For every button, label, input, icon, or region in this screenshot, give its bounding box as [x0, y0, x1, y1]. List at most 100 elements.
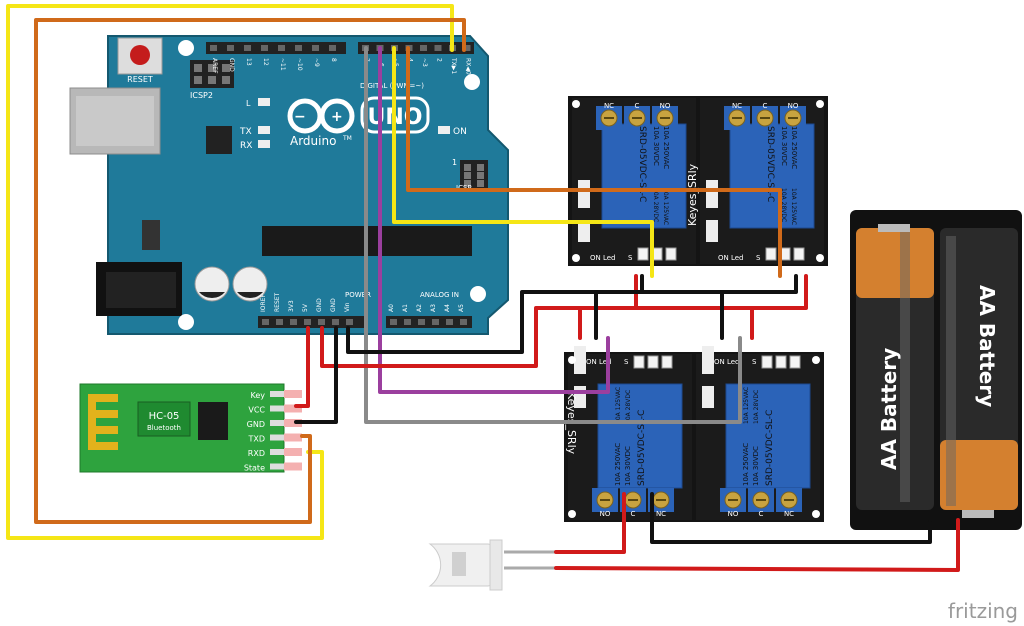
wire-orange-relay [406, 46, 782, 278]
wire-yellow-tx [6, 4, 454, 540]
led-label: ON Led [714, 358, 740, 366]
signal-pin [775, 355, 787, 369]
pin-label: 5V [302, 303, 309, 312]
terminal-label: C [759, 510, 764, 518]
signal-pin [765, 247, 777, 261]
tx-label: TX [239, 127, 252, 137]
terminal-label: NO [660, 102, 671, 110]
header-pin [432, 319, 439, 325]
terminal-label: NC [656, 510, 666, 518]
wire-orange-rx [34, 18, 466, 524]
s-label: S [756, 254, 761, 262]
signal-pin [665, 247, 677, 261]
relay-rating: 10A 125VAC [662, 188, 669, 225]
relay-rating: 10A 125VAC [615, 387, 622, 424]
regulator [142, 220, 160, 250]
rx-label: RX [240, 141, 252, 151]
relay-part-number: SRD-05VDC-SL-C [765, 126, 775, 202]
wire-yellow-relay [392, 46, 654, 278]
header-pin [244, 45, 251, 51]
relay-rating: 10A 28VDC [780, 188, 787, 222]
svg-text:−: − [294, 109, 306, 125]
wire-red-battery [554, 518, 960, 572]
wire-black-bt [294, 326, 338, 424]
terminal-label: NO [788, 102, 799, 110]
pin-label: A4 [444, 304, 451, 312]
bt-subtitle: Bluetooth [147, 424, 181, 432]
header-pin [404, 319, 411, 325]
header-pin [463, 45, 471, 51]
header-pin [420, 45, 427, 51]
pin-label: A3 [430, 304, 437, 312]
bt-pin-label: RXD [248, 449, 265, 458]
header-pin [262, 319, 269, 325]
terminal-label: C [763, 102, 768, 110]
header-pin [290, 319, 297, 325]
pin-label: A5 [458, 304, 465, 312]
header-pin [329, 45, 336, 51]
battery-1-label: AA Battery [877, 348, 901, 470]
relay-rating: 10A 28VDC [753, 390, 760, 424]
arduino-logo: − + Arduino TM [287, 98, 355, 148]
relay-part-number: SRD-05VDC-SL-C [637, 126, 647, 202]
relay-rating: 10A 30VDC [652, 126, 660, 166]
signal-pin [661, 355, 673, 369]
signal-pin [633, 355, 645, 369]
relay-part-number: SRD-05VDC-SL-C [765, 410, 775, 486]
wire-red-5v [320, 274, 808, 368]
terminal-label: C [635, 102, 640, 110]
wires [6, 4, 960, 572]
reset-button: RESET [117, 37, 163, 84]
bt-pin-label: Key [250, 391, 265, 400]
diode [702, 346, 714, 374]
pin-label: A1 [402, 304, 409, 312]
header-pin [261, 45, 268, 51]
diode [706, 180, 718, 208]
bt-pin [270, 434, 284, 441]
header-pin [346, 319, 353, 325]
relay-rating: 10A 250VAC [662, 126, 670, 169]
trademark: TM [342, 135, 352, 142]
signal-pin [647, 355, 659, 369]
relay-rating: 10A 250VAC [790, 126, 798, 169]
wire-gray [364, 46, 742, 424]
terminal-label: C [631, 510, 636, 518]
pin-label: AREF [211, 58, 218, 74]
header-pin [276, 319, 283, 325]
pin-label: Vin [344, 302, 351, 312]
icsp2-header: ICSP2 [190, 60, 234, 100]
relay-rating: 10A 28VDC [625, 390, 632, 424]
relay-rating: 10A 250VAC [742, 443, 750, 486]
icsp2-label: ICSP2 [190, 91, 213, 100]
led-label: ON Led [590, 254, 616, 262]
header-pin [312, 45, 319, 51]
s-label: S [624, 358, 629, 366]
pin-label: RX◀0 [465, 58, 472, 75]
bt-pin-socket [284, 462, 302, 471]
bt-pin-socket [284, 404, 302, 413]
signal-pin [761, 355, 773, 369]
reset-label: RESET [127, 75, 153, 84]
relay-rating: 10A 125VAC [790, 188, 797, 225]
header-pin [390, 319, 397, 325]
pin-label: ~11 [279, 58, 286, 71]
header-pin [332, 319, 339, 325]
bt-pin-label: TXD [247, 435, 265, 444]
terminal-label: NO [728, 510, 739, 518]
led-label: ON Led [718, 254, 744, 262]
relay-brand: Keyes_SRly [686, 163, 699, 226]
resistor [706, 220, 718, 242]
battery-2: AA Battery [940, 228, 1018, 518]
bt-pin [270, 405, 284, 412]
analog-label: ANALOG IN [420, 291, 459, 299]
relay-rating: 10A 28VDC [652, 188, 659, 222]
pin-label: 12 [262, 58, 269, 66]
pin-label: IOREF [260, 294, 267, 312]
